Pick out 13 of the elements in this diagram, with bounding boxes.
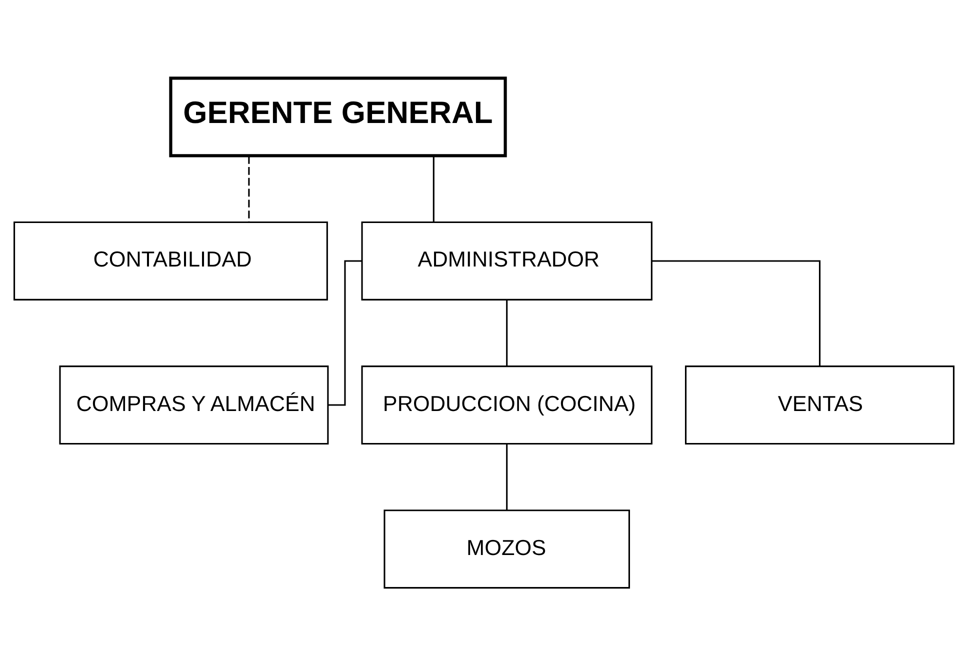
connector [328,260,362,406]
node-box: COMPRAS Y ALMACÉN [59,366,329,445]
connector [432,156,434,222]
node-box: PRODUCCION (COCINA) [361,366,652,445]
connector [506,300,508,366]
node-box: CONTABILIDAD [14,221,328,300]
connector [248,156,250,222]
node-box: GERENTE GENERAL [169,76,507,158]
node-box: VENTAS [684,366,954,445]
connector [652,260,820,366]
node-box: MOZOS [384,510,630,589]
connector [506,444,508,510]
node-box: ADMINISTRADOR [361,221,652,300]
